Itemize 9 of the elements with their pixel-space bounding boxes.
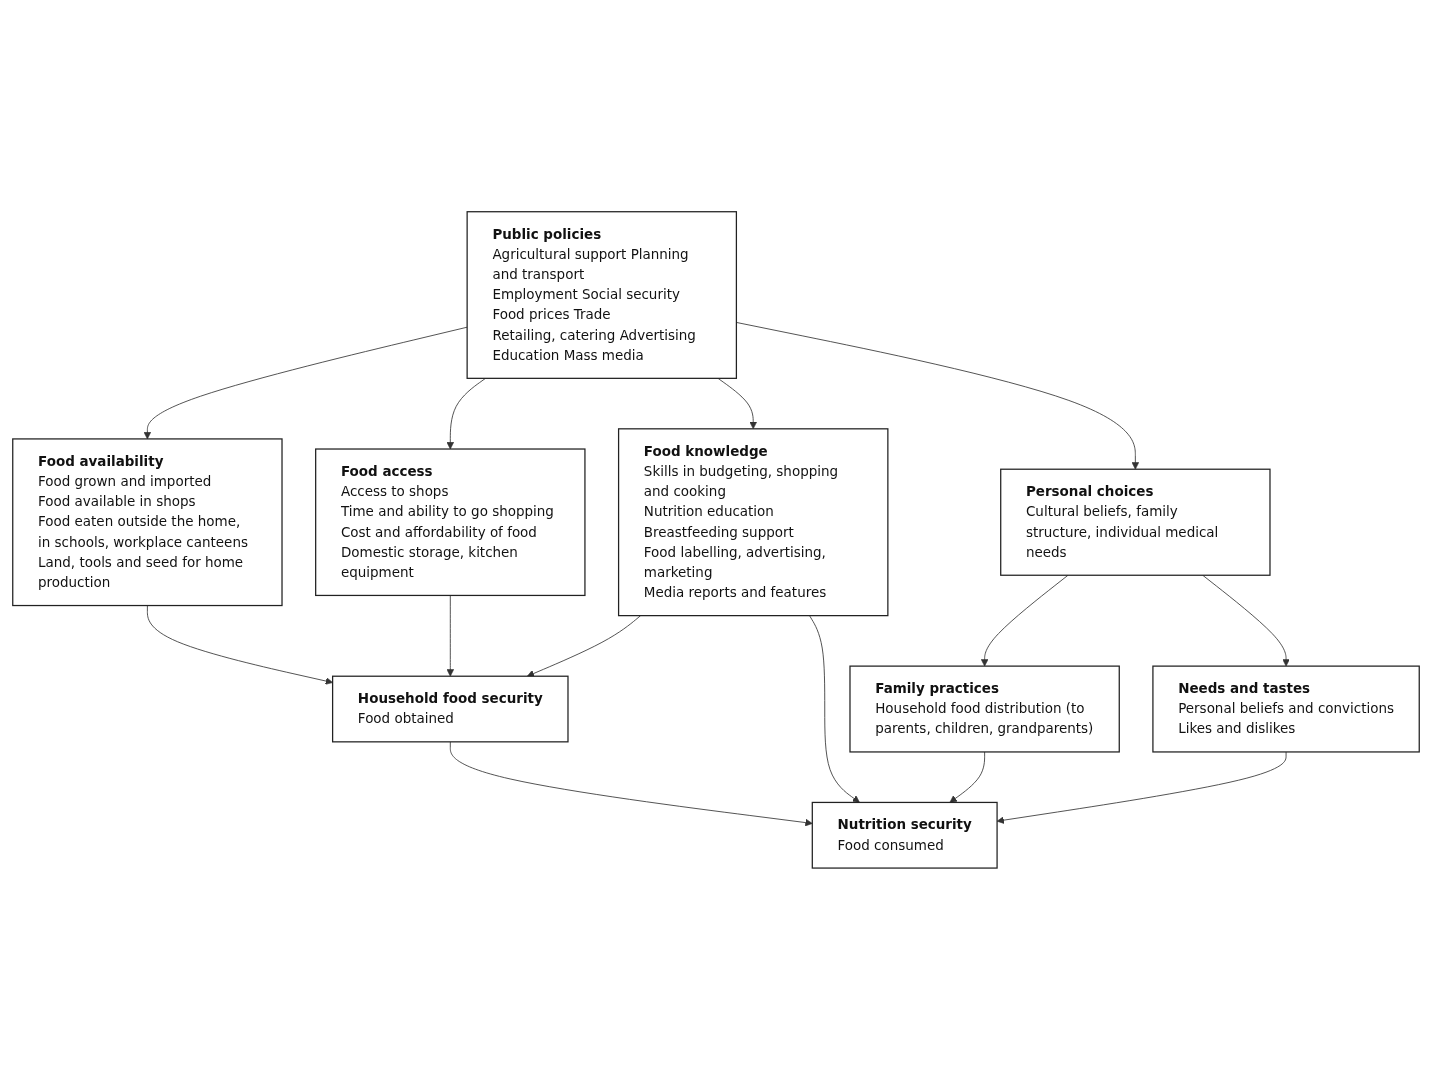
node-box: Family practices Household food distribution (to parents, children, grandparents) bbox=[848, 665, 1120, 753]
node-box: Needs and tastes Personal beliefs and convictions Likes and dislikes bbox=[1151, 665, 1420, 753]
node-box: Household food security Food obtained bbox=[331, 675, 569, 743]
node-box: Personal choices Cultural beliefs, family structure, individual medical needs bbox=[999, 468, 1271, 576]
node-box: Food access Access to shops Time and ability to go shopping Cost and affordability of food Domestic storage, kitchen equipment bbox=[314, 448, 586, 597]
node-box: Nutrition security Food consumed bbox=[811, 801, 998, 869]
node-box: Food availability Food grown and imported Food available in shops Food eaten outside the home, in schools, workplace canteens Land, tools and seed for home production bbox=[11, 438, 283, 607]
node-box: Public policies Agricultural support Planning and transport Employment Social security Food prices Trade Retailing, catering Advertising Education Mass media bbox=[466, 211, 737, 380]
node-box: Food knowledge Skills in budgeting, shopping and cooking Nutrition education Breastfeeding support Food labelling, advertising, marketing Media reports and features bbox=[617, 428, 888, 617]
